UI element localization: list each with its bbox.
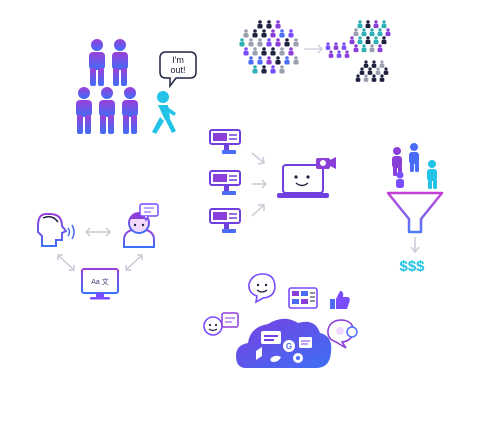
crowd-person: [361, 44, 367, 53]
crowd-person: [261, 65, 267, 74]
crowd-person: [367, 67, 373, 75]
crowd-person: [357, 20, 363, 29]
crowd-person: [252, 29, 258, 38]
crowd-person: [279, 47, 285, 56]
crowd-person: [377, 28, 383, 37]
thumbs-up-icon: [330, 291, 350, 309]
crowd-person: [379, 60, 385, 68]
crowd-person: [284, 56, 290, 65]
security-camera: [209, 208, 241, 233]
crowd-person: [293, 56, 299, 65]
speech-text-line-1: I'm: [172, 55, 184, 65]
crowd-person: [243, 29, 249, 38]
crowd-person: [325, 42, 331, 50]
crowd-person: [270, 29, 276, 38]
crowd-person: [288, 47, 294, 56]
crowd-person: [344, 50, 350, 58]
crowd-person: [266, 56, 272, 65]
crowd-person: [363, 60, 369, 68]
crowd-clusters-icon: [239, 20, 391, 82]
crowd-person: [293, 38, 299, 47]
translate-monitor-icon: Aa 文: [81, 268, 119, 300]
crowd-person: [381, 20, 387, 29]
crowd-person: [373, 20, 379, 29]
crowd-person: [261, 29, 267, 38]
crowd-person: [373, 36, 379, 45]
chat-user-icon: [123, 203, 159, 248]
crowd-person: [383, 67, 389, 75]
crowd-person: [248, 56, 254, 65]
news-grid-bubble: [288, 287, 318, 309]
emoji-bubble-top: [248, 273, 276, 304]
monitor-text: Aa 文: [91, 277, 109, 286]
crowd-person: [336, 50, 342, 58]
crowd-person: [375, 67, 381, 75]
crowd-person: [369, 44, 375, 53]
crowd-person: [328, 50, 334, 58]
speaking-head-icon: [37, 213, 75, 247]
speech-text-line-2: out!: [170, 65, 185, 75]
crowd-person: [252, 47, 258, 56]
crowd-person: [341, 42, 347, 50]
speech-bubble: I'm out!: [159, 51, 197, 89]
crowd-person: [353, 28, 359, 37]
translation-arrows: [57, 227, 143, 271]
crowd-person: [385, 28, 391, 37]
crowd-person: [365, 36, 371, 45]
crowd-person: [357, 36, 363, 45]
crowd-person: [257, 56, 263, 65]
crowd-person: [284, 38, 290, 47]
crowd-person: [257, 20, 263, 29]
bird-icon: [270, 355, 281, 362]
crowd-person: [243, 47, 249, 56]
crowd-person: [279, 65, 285, 74]
crowd-person: [239, 38, 245, 47]
security-camera-icon: [209, 129, 241, 233]
crowd-person: [275, 56, 281, 65]
crowd-person: [261, 47, 267, 56]
sales-funnel-icon: $$$: [386, 143, 444, 275]
crowd-person: [257, 38, 263, 47]
crowd-person: [266, 20, 272, 29]
security-camera: [209, 170, 241, 195]
crowd-person: [275, 20, 281, 29]
crowd-person: [353, 44, 359, 53]
crowd-person: [333, 42, 339, 50]
crowd-person: [275, 38, 281, 47]
crowd-person: [363, 74, 369, 82]
camera-arrows: [251, 152, 268, 217]
crowd-person: [361, 28, 367, 37]
crowd-person: [270, 65, 276, 74]
crowd-person: [349, 36, 355, 45]
crowd-person: [369, 28, 375, 37]
social-cloud-icon: G: [203, 273, 358, 368]
crowd-person: [270, 47, 276, 56]
crowd-person: [371, 74, 377, 82]
crowd-person: [371, 60, 377, 68]
crowd-person: [359, 67, 365, 75]
chat-bubble-right: [327, 319, 358, 349]
crowd-person: [279, 29, 285, 38]
emoji-bubble-left: [203, 312, 239, 336]
crowd-person: [252, 65, 258, 74]
funnel-result-label: $$$: [399, 258, 425, 275]
security-camera: [209, 129, 241, 154]
crowd-person: [379, 74, 385, 82]
crowd-person: [266, 38, 272, 47]
walking-person-icon: [152, 91, 176, 134]
cluster-arrow: [304, 44, 323, 54]
svg-text:G: G: [286, 342, 292, 351]
crowd-person: [381, 36, 387, 45]
crowd-person: [365, 20, 371, 29]
crowd-person: [355, 74, 361, 82]
crowd-person: [377, 44, 383, 53]
crowd-person: [288, 29, 294, 38]
group-of-people-icon: [76, 39, 138, 134]
crowd-person: [248, 38, 254, 47]
laptop-camera-icon: [277, 157, 336, 198]
